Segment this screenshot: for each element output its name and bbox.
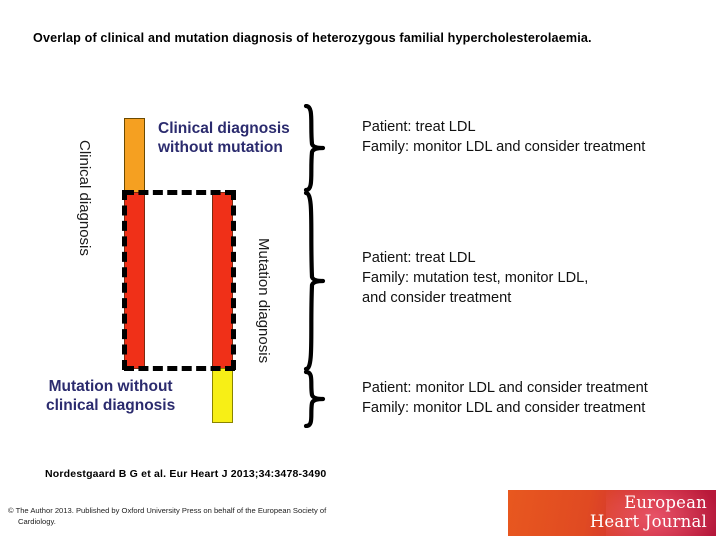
- axis-label-clinical-diagnosis: Clinical diagnosis: [76, 140, 93, 256]
- overlap-dashed-bottom: [124, 366, 235, 371]
- logo-line-1: European: [624, 493, 707, 512]
- recommendation-mutation-only: Patient: monitor LDL and consider treatm…: [362, 380, 648, 416]
- axis-label-mutation-diagnosis: Mutation diagnosis: [255, 238, 272, 364]
- brace-top: [300, 104, 326, 192]
- overlap-dashed-top: [124, 190, 235, 195]
- callout-clinical-without-mutation: Clinical diagnosis without mutation: [158, 120, 290, 156]
- recommendation-overlap: Patient: treat LDL Family: mutation test…: [362, 250, 589, 306]
- bar-clinical-without-mutation: [124, 118, 145, 193]
- copyright-notice: © The Author 2013. Published by Oxford U…: [8, 505, 438, 527]
- bar-mutation-overlap: [212, 192, 233, 369]
- logo-text: European Heart Journal: [589, 493, 707, 531]
- brace-middle: [300, 191, 326, 371]
- citation: Nordestgaard B G et al. Eur Heart J 2013…: [45, 468, 327, 480]
- logo-line-2: Heart Journal: [589, 511, 707, 531]
- copyright-line-1: © The Author 2013. Published by Oxford U…: [8, 506, 327, 515]
- logo-glow: [606, 490, 716, 536]
- copyright-line-2: Cardiology.: [18, 517, 56, 526]
- bar-clinical-overlap: [124, 192, 145, 369]
- brace-bottom: [300, 370, 326, 428]
- overlap-dashed-right: [231, 190, 236, 370]
- figure-canvas: Clinical diagnosis Mutation diagnosis Cl…: [46, 104, 648, 428]
- bar-mutation-without-clinical: [212, 368, 233, 423]
- overlap-dashed-left: [122, 190, 127, 370]
- page-title: Overlap of clinical and mutation diagnos…: [33, 31, 592, 45]
- recommendation-clinical-only: Patient: treat LDL Family: monitor LDL a…: [362, 119, 646, 155]
- european-heart-journal-logo: European Heart Journal: [508, 490, 716, 536]
- callout-mutation-without-clinical: Mutation without clinical diagnosis: [46, 378, 176, 414]
